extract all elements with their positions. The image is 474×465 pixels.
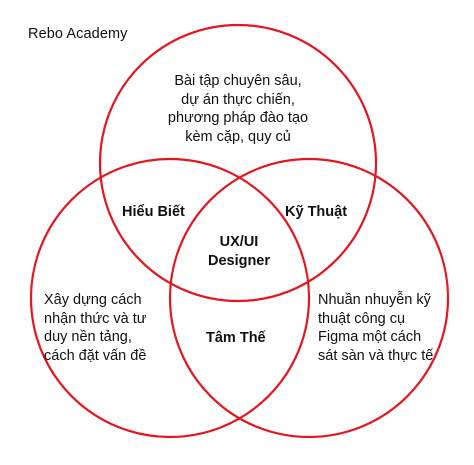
top-text-line: kèm cặp, quy củ [185, 128, 291, 145]
left-text-line: nhận thức và tư [44, 310, 147, 327]
right-text-line: Nhuần nhuyễn kỹ [318, 292, 431, 308]
circle-left [29, 157, 311, 439]
center-label: UX/UI Designer [189, 233, 289, 270]
circle-top [98, 23, 378, 303]
left-text-line: duy nền tảng, [44, 329, 132, 345]
center-label-line: UX/UI [219, 234, 259, 250]
center-label-line: Designer [207, 252, 271, 269]
circle-right [168, 157, 450, 439]
right-text-line: sát sàn và thực tế [318, 347, 434, 364]
right-text-line: Figma một cách [318, 329, 422, 345]
left-text-line: Xây dựng cách [44, 292, 142, 308]
left-text-line: cách đặt vấn đề [44, 347, 147, 364]
overlap-left-right-label: Tâm Thế [206, 330, 266, 346]
top-text-line: dự án thực chiến, [181, 91, 295, 108]
brand-label: Rebo Academy [28, 26, 128, 42]
top-circle-text: Bài tập chuyên sâu, dự án thực chiến, ph… [148, 72, 328, 146]
left-circle-text: Xây dựng cách nhận thức và tư duy nền tả… [44, 291, 146, 365]
top-text-line: phương pháp đào tạo [167, 110, 309, 126]
overlap-top-left-label: Hiểu Biết [122, 204, 185, 220]
overlap-top-right-label: Kỹ Thuật [285, 204, 348, 220]
right-text-line: thuật công cụ [318, 310, 406, 327]
top-text-line: Bài tập chuyên sâu, [174, 73, 302, 89]
right-circle-text: Nhuần nhuyễn kỹ thuật công cụ Figma một … [318, 291, 433, 365]
